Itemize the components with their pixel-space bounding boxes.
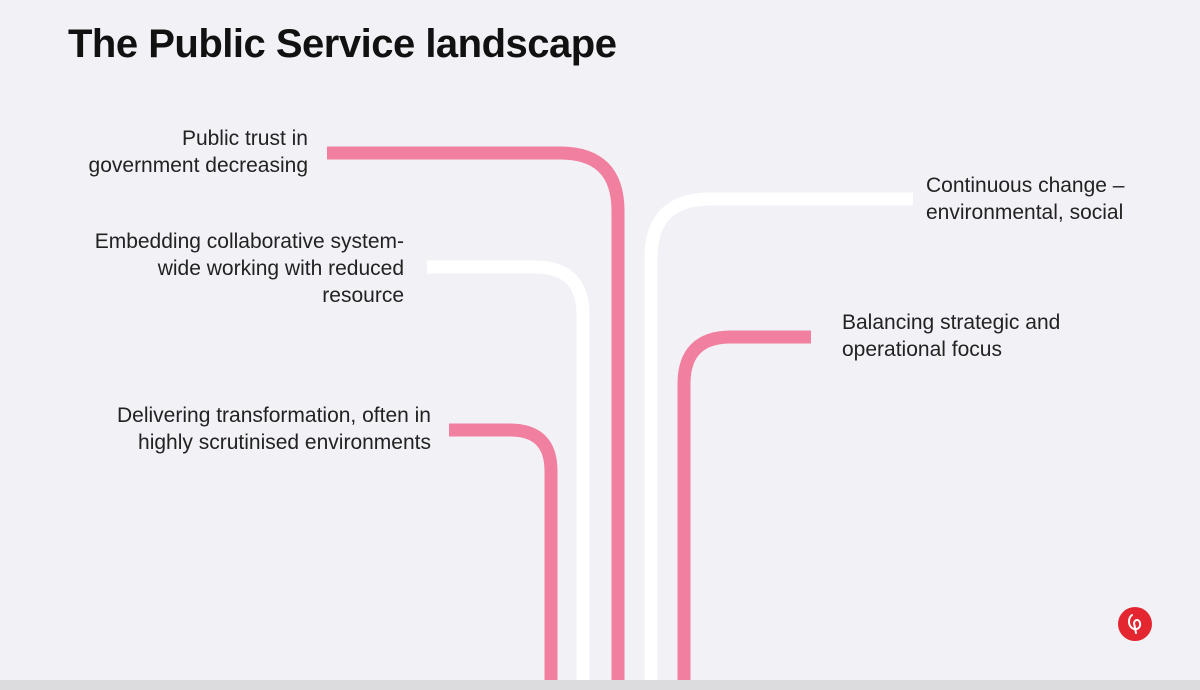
label-line: operational focus [842, 338, 1002, 361]
label-line: resource [322, 284, 404, 307]
label-line: Delivering transformation, often in [117, 404, 431, 427]
connector-line-continuous-change [644, 192, 913, 680]
label-line: Embedding collaborative system- [94, 230, 404, 253]
bottom-bar [0, 680, 1200, 690]
connector-line-transformation [449, 423, 558, 680]
label-balancing-focus: Balancing strategic and operational focu… [842, 309, 1060, 363]
connector-line-public-trust [327, 146, 625, 680]
logo-swirl [1128, 614, 1142, 634]
label-line: Public trust in [181, 127, 308, 150]
label-line: Balancing strategic and [842, 311, 1061, 334]
connector-line-balancing [677, 330, 811, 680]
brand-swirl-icon [1118, 607, 1152, 641]
label-line: wide working with reduced [157, 257, 404, 280]
slide-title: The Public Service landscape [68, 22, 617, 66]
connector-line-collaborative [427, 260, 590, 680]
label-public-trust: Public trust in government decreasing [89, 125, 308, 179]
label-line: government decreasing [88, 154, 308, 177]
label-continuous-change: Continuous change – environmental, socia… [926, 172, 1125, 226]
label-line: Continuous change – [926, 174, 1125, 197]
label-line: highly scrutinised environments [138, 431, 431, 454]
label-delivering-transformation: Delivering transformation, often in high… [117, 402, 431, 456]
label-line: environmental, social [926, 201, 1124, 224]
label-collaborative-working: Embedding collaborative system- wide wor… [95, 228, 404, 309]
